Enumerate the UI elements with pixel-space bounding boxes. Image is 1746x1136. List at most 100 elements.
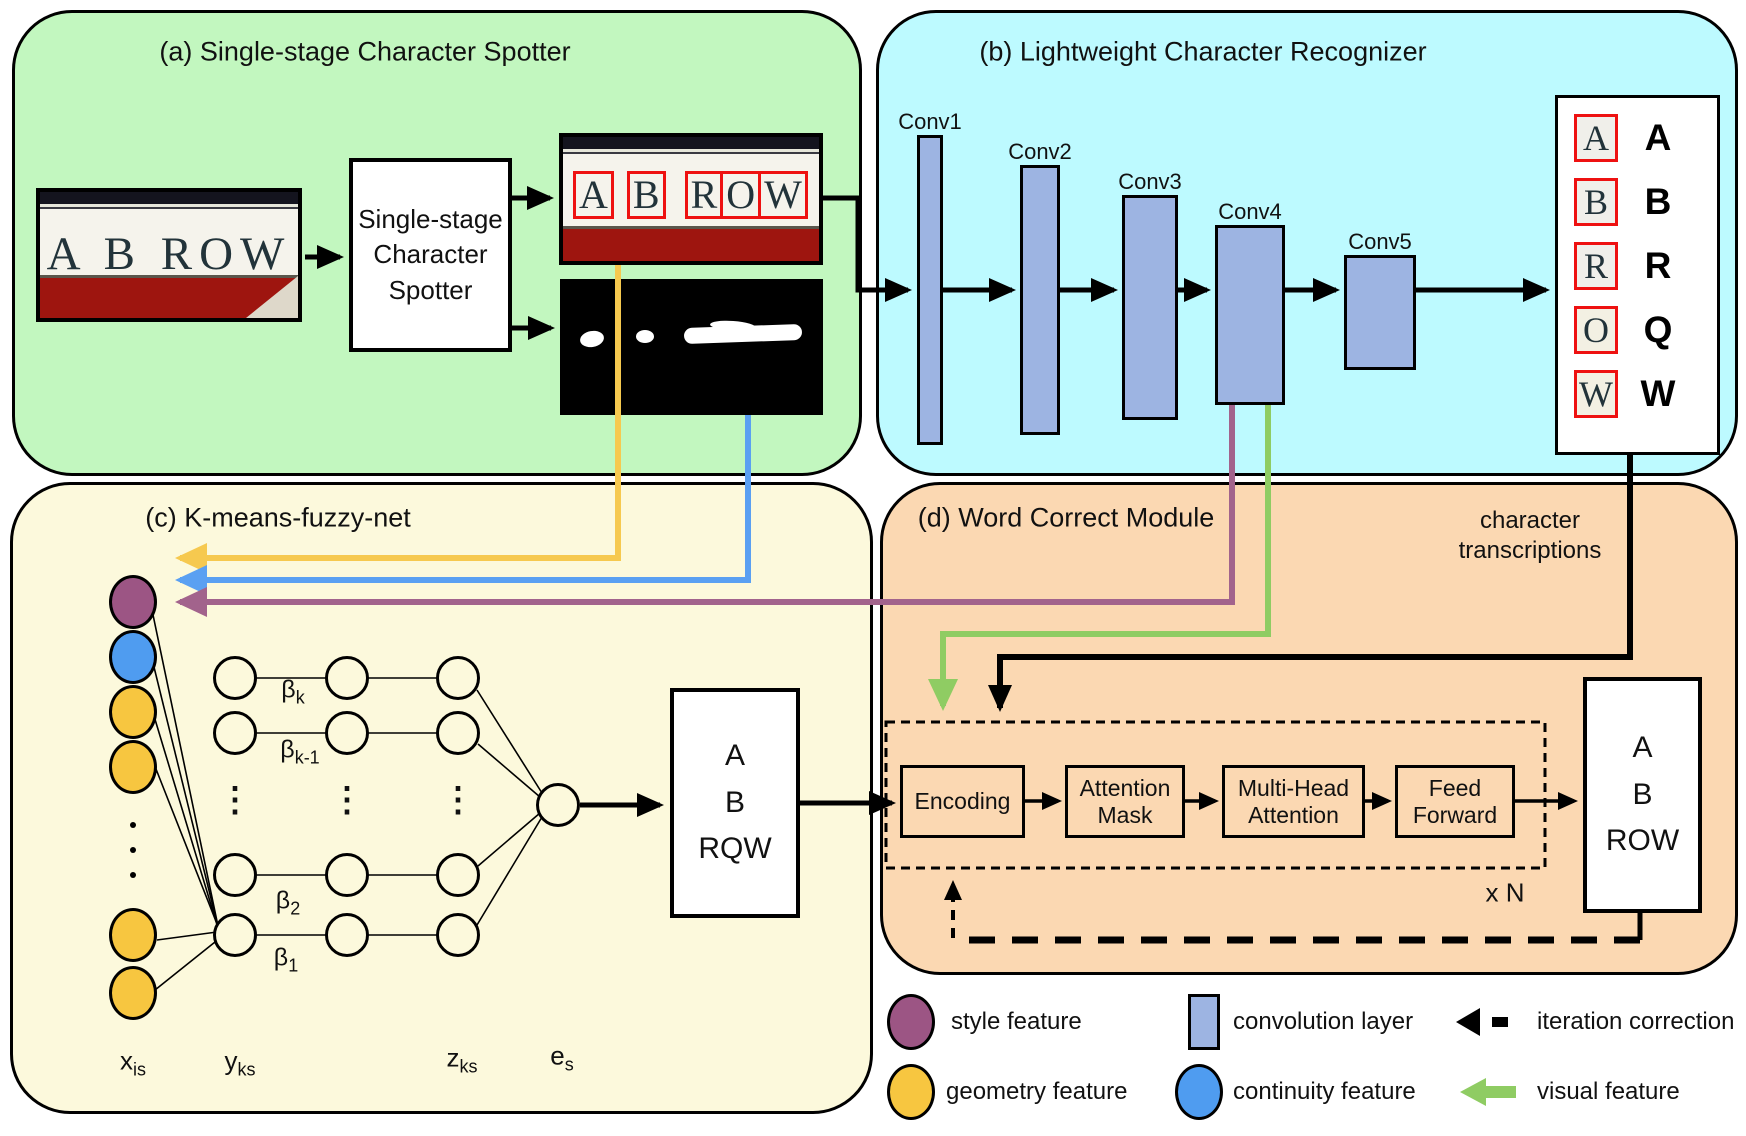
ellipsis-dot — [130, 822, 136, 828]
char-pred-B: B — [1644, 181, 1672, 222]
attention-mask-module: Attention Mask — [1065, 765, 1185, 838]
iteration-correction-dash — [1492, 1017, 1508, 1027]
char-pred-R: R — [1644, 245, 1672, 286]
beta-1-label: β1 — [273, 943, 299, 976]
yks-label: yks — [224, 1045, 256, 1080]
detected-char-R: R — [684, 171, 724, 219]
conv1-layer-bar — [917, 135, 943, 445]
detected-char-A: A — [573, 171, 614, 219]
net-ellipsis: ⋮ — [218, 781, 252, 819]
xis-label: xis — [120, 1045, 146, 1080]
es-label: es — [550, 1040, 574, 1075]
char-pred-W: W — [1640, 373, 1676, 414]
word-line: A — [724, 739, 745, 773]
net-node — [213, 853, 257, 897]
char-pred-O: Q — [1643, 309, 1673, 350]
word-line: RQW — [698, 832, 772, 866]
net-node — [325, 913, 369, 957]
net-node — [213, 656, 257, 700]
sign-top-strip — [563, 137, 819, 156]
ellipsis-dot — [130, 847, 136, 853]
net-node — [436, 913, 480, 957]
visual-feature-icon — [1460, 1078, 1486, 1106]
conv1-label: Conv1 — [898, 109, 962, 134]
char-crop-O: O — [1574, 306, 1618, 354]
geometry-feature-circle — [109, 966, 157, 1020]
net-node — [436, 656, 480, 700]
continuity-feature-label: continuity feature — [1233, 1078, 1416, 1105]
beta-k-label: βk — [281, 675, 305, 708]
detected-chars-image: A B R O W — [559, 133, 823, 265]
net-ellipsis: ⋮ — [441, 781, 475, 819]
spotter-box-line2: Character — [373, 239, 488, 270]
geometry-feature-circle — [109, 685, 157, 739]
net-node — [325, 656, 369, 700]
mask-blob — [636, 330, 654, 343]
panel-d-title: (d) Word Correct Module — [917, 502, 1215, 533]
visual-feature-label: visual feature — [1537, 1078, 1680, 1105]
char-pred-A: A — [1644, 117, 1672, 158]
conv4-label: Conv4 — [1218, 199, 1282, 224]
net-node — [325, 853, 369, 897]
spotter-box: Single-stage Character Spotter — [349, 158, 512, 352]
transcription-box: A A B B R R O Q W W — [1555, 95, 1720, 455]
detected-char-B: B — [626, 171, 666, 219]
char-crop-W: W — [1574, 370, 1618, 418]
char-crop-B: B — [1574, 178, 1618, 226]
zks-label: zks — [446, 1042, 478, 1077]
multi-head-attention-module: Multi-Head Attention — [1222, 765, 1365, 838]
style-feature-legend-icon — [887, 994, 935, 1050]
corrected-word-box: A B ROW — [1583, 677, 1702, 913]
panel-b-title: (b) Lightweight Character Recognizer — [979, 36, 1427, 67]
geometry-feature-circle — [109, 740, 157, 794]
net-ellipsis: ⋮ — [330, 781, 364, 819]
word-line: ROW — [1605, 824, 1680, 858]
visual-feature-arrow-bar — [1484, 1086, 1516, 1098]
beta-k-1-label: βk-1 — [280, 735, 320, 768]
spotter-box-line3: Spotter — [388, 274, 473, 305]
spotter-box-line1: Single-stage — [358, 204, 503, 235]
output-node-es — [536, 783, 580, 827]
geometry-feature-label: geometry feature — [946, 1078, 1128, 1105]
sign-red-band — [563, 226, 819, 261]
net-node — [325, 711, 369, 755]
net-node — [213, 913, 257, 957]
annotation-line1: character — [1479, 507, 1581, 534]
repeat-n-label: x N — [1485, 877, 1525, 908]
conv5-layer-bar — [1344, 255, 1416, 370]
panel-c-title: (c) K-means-fuzzy-net — [145, 502, 411, 533]
conv2-layer-bar — [1020, 165, 1060, 435]
panel-a-title: (a) Single-stage Character Spotter — [159, 36, 571, 67]
geometry-feature-circle — [109, 908, 157, 962]
word-line: B — [724, 785, 745, 819]
detected-char-O: O — [720, 171, 762, 219]
continuity-feature-legend-icon — [1175, 1064, 1223, 1120]
annotation-line2: transcriptions — [1458, 537, 1602, 564]
geometry-feature-legend-icon — [887, 1064, 935, 1120]
uncorrected-word-box: A B RQW — [670, 688, 800, 918]
continuity-feature-circle — [109, 630, 157, 684]
style-feature-label: style feature — [951, 1008, 1082, 1035]
detected-char-W: W — [758, 171, 808, 219]
net-node — [436, 853, 480, 897]
net-node — [213, 711, 257, 755]
encoding-module: Encoding — [900, 765, 1025, 838]
input-scene-image: A B ROW — [36, 188, 302, 322]
char-crop-R: R — [1574, 242, 1618, 290]
iteration-correction-icon — [1456, 1008, 1480, 1036]
feed-forward-module: Feed Forward — [1395, 765, 1515, 838]
convolution-layer-legend-icon — [1188, 994, 1220, 1050]
input-sign-text: A B ROW — [46, 228, 292, 280]
sign-corner-highlight — [246, 276, 298, 318]
ellipsis-dot — [130, 872, 136, 878]
detected-char-boxes: A B R O W — [573, 171, 808, 219]
conv4-layer-bar — [1215, 225, 1285, 405]
style-feature-circle — [109, 575, 157, 629]
conv5-label: Conv5 — [1348, 229, 1412, 254]
conv3-layer-bar — [1122, 195, 1178, 420]
word-line: A — [1632, 731, 1653, 765]
mask-blob — [578, 329, 606, 349]
iteration-correction-label: iteration correction — [1537, 1008, 1735, 1035]
conv2-label: Conv2 — [1008, 139, 1072, 164]
